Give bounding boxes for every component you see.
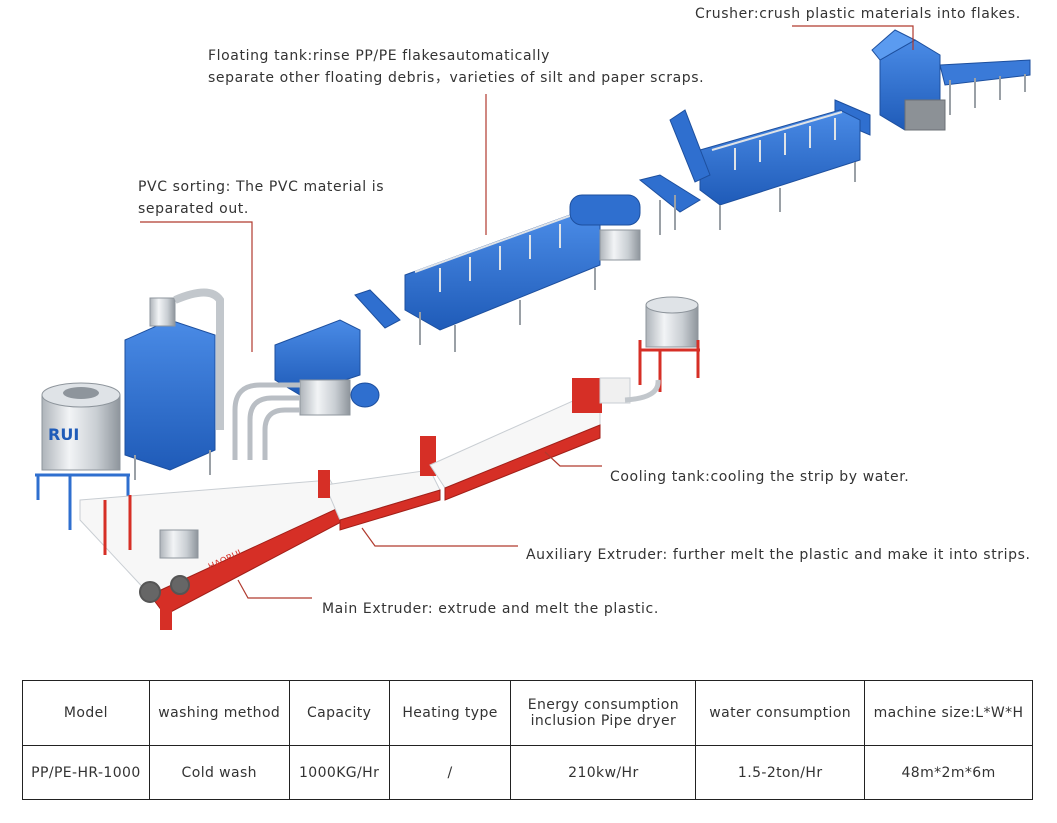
- main-leader: [237, 579, 312, 599]
- floating-tank-1: [354, 194, 676, 352]
- cell-water: 1.5-2ton/Hr: [695, 745, 866, 800]
- auxiliary-leader: [361, 527, 518, 547]
- floating-tank-callout-line2: separate other floating debris，varieties…: [208, 70, 705, 86]
- crusher-leader: [792, 25, 914, 50]
- cell-washing-method: Cold wash: [148, 745, 290, 800]
- spec-table-header-row: Model washing method Capacity Heating ty…: [22, 680, 1033, 746]
- cell-model: PP/PE-HR-1000: [22, 745, 150, 800]
- cooling-tank-callout: Cooling tank:cooling the strip by water.: [610, 469, 910, 485]
- crusher-machine: [834, 29, 1031, 136]
- silo-brand-text: RUI: [48, 425, 79, 444]
- cell-machine-size: 48m*2m*6m: [864, 745, 1033, 800]
- auxiliary-extruder: [318, 436, 441, 531]
- dryer-tower: [124, 288, 224, 480]
- pvc-sorting-callout-line1: PVC sorting: The PVC material is: [138, 179, 385, 195]
- header-water-consumption: water consumption: [695, 680, 866, 746]
- pvc-leader: [140, 221, 253, 352]
- storage-silo: RUI: [35, 382, 130, 530]
- cell-capacity: 1000KG/Hr: [288, 745, 390, 800]
- production-line-diagram: RUI HAORUI: [35, 25, 1031, 630]
- header-machine-size: machine size:L*W*H: [864, 680, 1033, 746]
- spec-table-row: PP/PE-HR-1000 Cold wash 1000KG/Hr / 210k…: [22, 745, 1033, 800]
- header-energy-line1: Energy consumption: [527, 697, 680, 713]
- header-heating-type: Heating type: [388, 680, 512, 746]
- pelletizer-silo: [624, 296, 700, 403]
- crusher-callout: Crusher:crush plastic materials into fla…: [695, 6, 1021, 22]
- leader-lines: [140, 25, 914, 599]
- header-model: Model: [22, 680, 150, 746]
- pvc-sorting-callout-line2: separated out.: [138, 201, 249, 217]
- spec-table: Model washing method Capacity Heating ty…: [22, 680, 1033, 800]
- header-washing-method: washing method: [148, 680, 290, 746]
- floating-tank-2: [638, 109, 861, 230]
- cooling-leader: [544, 451, 602, 467]
- main-extruder: HAORUI: [79, 479, 346, 630]
- header-capacity: Capacity: [288, 680, 390, 746]
- cell-heating-type: /: [388, 745, 512, 800]
- header-energy-consumption: Energy consumption inclusion Pipe dryer: [510, 680, 697, 746]
- pvc-sorting-machine: [232, 319, 380, 460]
- main-extruder-callout: Main Extruder: extrude and melt the plas…: [322, 601, 659, 617]
- header-energy-line2: inclusion Pipe dryer: [530, 713, 677, 729]
- floating-tank-callout-line1: Floating tank:rinse PP/PE flakesautomati…: [208, 48, 551, 64]
- cell-energy: 210kw/Hr: [510, 745, 697, 800]
- cooling-tank: [429, 377, 631, 501]
- auxiliary-extruder-callout: Auxiliary Extruder: further melt the pla…: [526, 547, 1031, 563]
